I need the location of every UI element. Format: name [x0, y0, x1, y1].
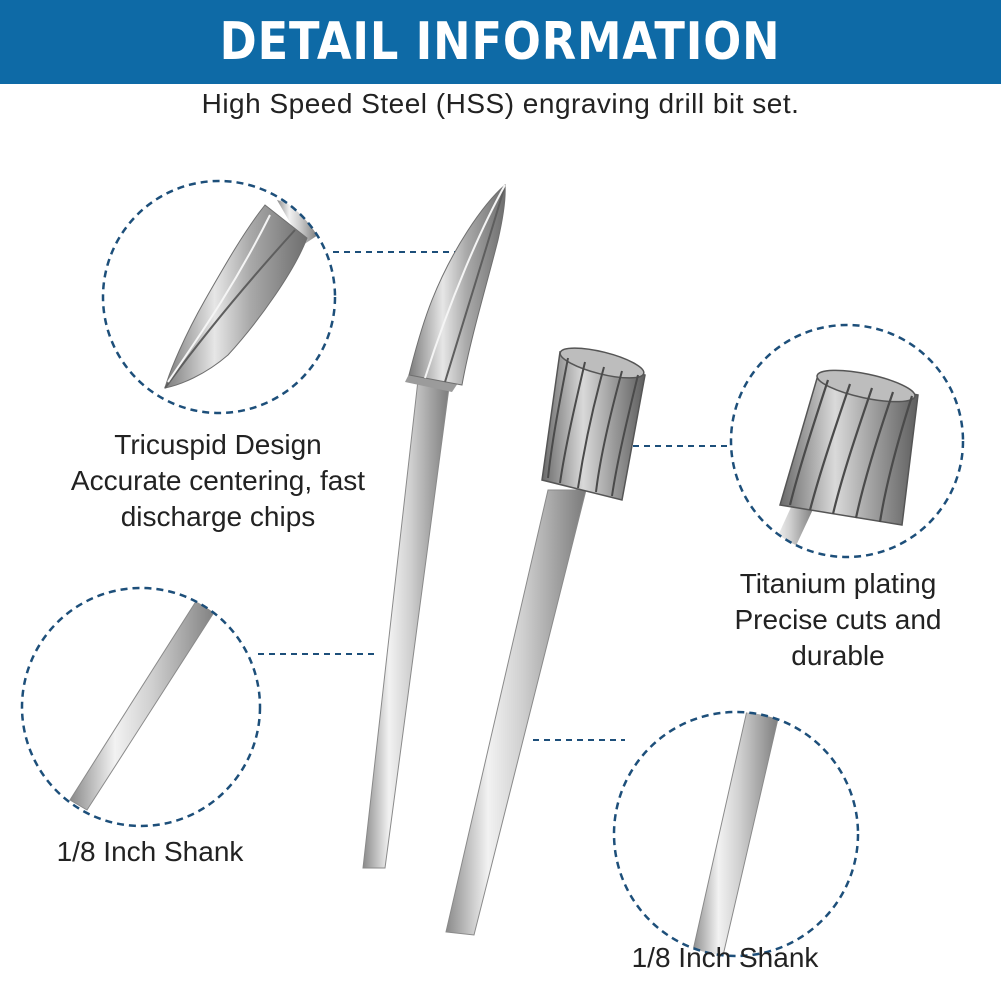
- feature-title: Titanium plating: [739, 568, 937, 599]
- zoom-circle-cylinder-head: [729, 323, 965, 559]
- feature-line: durable: [791, 640, 885, 671]
- zoom-circle-shank-right: [612, 710, 860, 958]
- feature-title: 1/8 Inch Shank: [631, 942, 819, 973]
- feature-label-shank-right: 1/8 Inch Shank: [600, 940, 850, 976]
- feature-line: Accurate centering, fast: [70, 465, 366, 496]
- feature-label-titanium: Titanium plating Precise cuts and durabl…: [700, 566, 976, 674]
- zoom-circle-shank-left: [20, 586, 262, 828]
- feature-label-tricuspid: Tricuspid Design Accurate centering, fas…: [38, 427, 398, 535]
- feature-line: discharge chips: [120, 501, 316, 532]
- subtitle: High Speed Steel (HSS) engraving drill b…: [201, 88, 800, 119]
- feature-label-shank-left: 1/8 Inch Shank: [30, 834, 270, 870]
- feature-line: Precise cuts and: [734, 604, 942, 635]
- connector-lines: [258, 251, 731, 741]
- cylinder-burr-bit-image: [445, 347, 646, 936]
- bullet-burr-bit-image: [362, 183, 506, 869]
- page-title: DETAIL INFORMATION: [220, 12, 781, 72]
- feature-title: Tricuspid Design: [114, 429, 322, 460]
- feature-title: 1/8 Inch Shank: [56, 836, 244, 867]
- zoom-circle-bullet-tip: [101, 179, 337, 415]
- header-banner: DETAIL INFORMATION: [0, 0, 1001, 84]
